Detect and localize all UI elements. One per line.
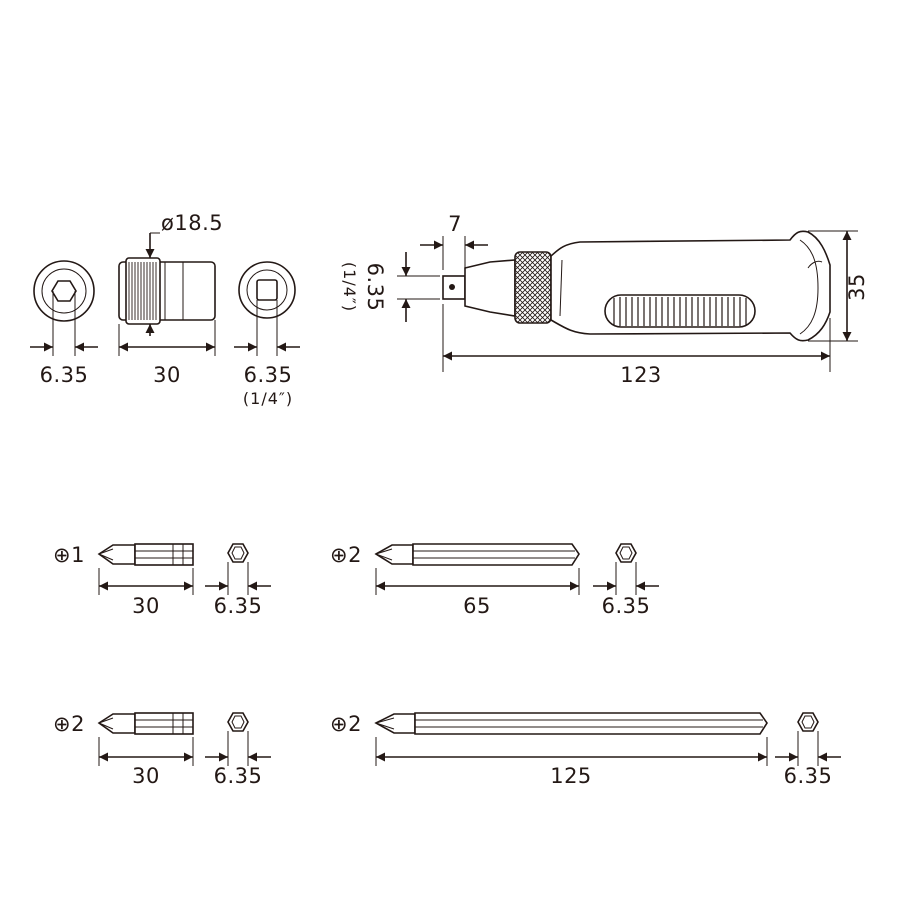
bit-3-hex-end	[205, 712, 271, 766]
bit-4-hex-end	[775, 712, 841, 766]
handle-height-label: 35	[845, 273, 869, 301]
bit-2-type-label: ⊕2	[330, 543, 362, 567]
bit-3-length-label: 30	[132, 764, 160, 788]
bit-3-hex-label: 6.35	[214, 764, 263, 788]
adapter-side-view	[118, 232, 216, 356]
adapter-hex-end-view	[30, 260, 98, 356]
adapter-square-dimension-label: 6.35	[244, 363, 293, 387]
adapter-length-label: 30	[153, 363, 181, 387]
bit-2-length-label: 65	[463, 594, 491, 618]
handle-square-dimension-label: 6.35	[363, 263, 387, 312]
bit-4-side-view	[374, 712, 768, 766]
bit-3-side-view	[97, 712, 194, 766]
bit-1-side-view	[97, 543, 194, 595]
handle-side-view	[397, 230, 858, 372]
bit-2-hex-label: 6.35	[602, 594, 651, 618]
bit-4-type-label: ⊕2	[330, 712, 362, 736]
bit-3-type-label: ⊕2	[53, 712, 85, 736]
bit-1-length-label: 30	[132, 594, 160, 618]
bit-4-length-label: 125	[550, 764, 592, 788]
bit-1-hex-label: 6.35	[214, 594, 263, 618]
handle-tip-width-label: 7	[448, 212, 462, 236]
bit-4-hex-label: 6.35	[784, 764, 833, 788]
bit-1-type-label: ⊕1	[53, 543, 85, 567]
handle-square-inch-label: (1/4″)	[340, 262, 359, 312]
adapter-square-end-view	[234, 261, 300, 356]
handle-length-label: 123	[620, 363, 662, 387]
adapter-diameter-label: ø18.5	[161, 211, 223, 235]
bit-2-side-view	[374, 543, 580, 595]
adapter-square-inch-label: (1/4″)	[243, 389, 293, 408]
bit-1-hex-end	[205, 543, 271, 595]
adapter-hex-dimension-label: 6.35	[40, 363, 89, 387]
bit-2-hex-end	[593, 543, 659, 595]
